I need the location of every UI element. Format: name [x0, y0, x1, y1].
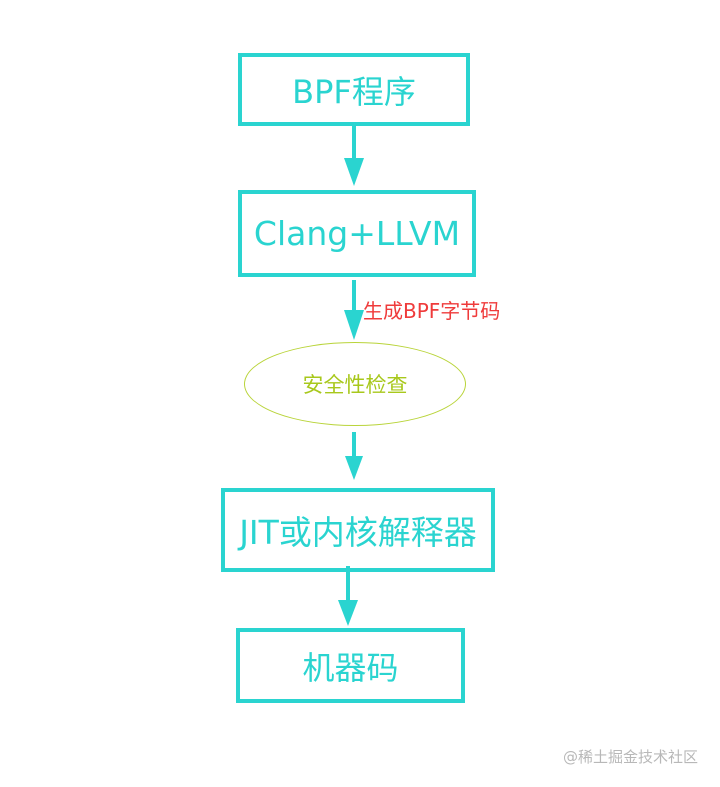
node-machine-code: 机器码 — [236, 628, 465, 703]
arrow-down-icon — [338, 566, 358, 626]
watermark: @稀土掘金技术社区 — [563, 748, 699, 766]
node-label: JIT或内核解释器 — [239, 513, 477, 552]
node-label: Clang+LLVM — [253, 214, 461, 253]
node-safety-check: 安全性检查 — [244, 342, 466, 426]
node-clang-llvm: Clang+LLVM — [238, 190, 476, 277]
node-label: 机器码 — [302, 648, 399, 687]
edge-label: 生成BPF字节码 — [363, 299, 501, 323]
node-bpf-program: BPF程序 — [238, 53, 470, 126]
node-jit-interpreter: JIT或内核解释器 — [221, 488, 495, 572]
node-label: BPF程序 — [292, 72, 416, 111]
arrow-down-icon — [344, 280, 364, 340]
arrow-down-icon — [345, 432, 363, 480]
arrow-down-icon — [344, 126, 364, 186]
node-label: 安全性检查 — [302, 373, 408, 397]
